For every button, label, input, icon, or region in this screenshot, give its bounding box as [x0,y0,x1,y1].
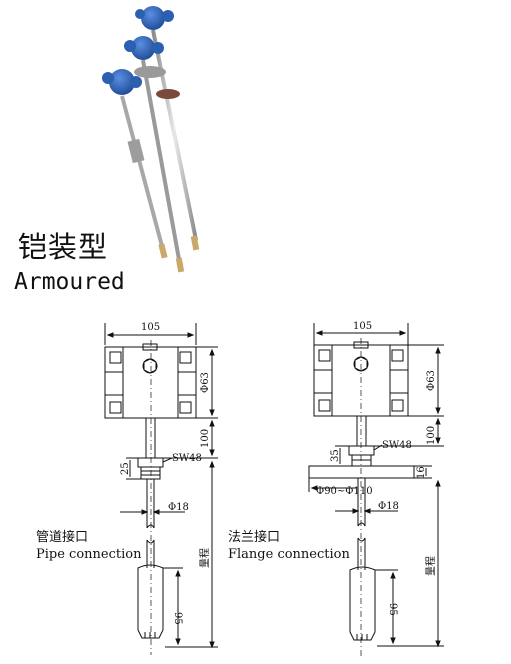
range-label: 量程 [425,556,437,576]
rod-dimension: Φ18 [168,502,189,513]
probe-rod [120,95,165,251]
title-chinese: 铠装型 [18,230,109,264]
housing-body [104,343,197,419]
probe-rod [141,59,182,266]
arrowhead [106,332,195,338]
hex-nut [348,445,375,467]
flange-thickness-dimension: 16 [416,466,427,479]
probe-rod [151,29,198,241]
leader-line [162,457,173,463]
neck-dimension: 100 [426,426,437,445]
probe-tip [175,257,185,273]
probe-tip [158,243,168,259]
rod-dimension: Φ18 [378,501,399,512]
hex-nut [137,457,164,480]
transmitter-housing [102,69,142,95]
flange-disc [156,89,180,99]
leader-line [373,444,383,451]
float-body [349,566,376,641]
head-dimension: Φ63 [426,370,437,391]
pipe-caption-en: Pipe connection [36,547,142,562]
transmitter-housing [135,6,174,30]
probe-rod [146,479,155,568]
flange-plate [308,465,415,479]
width-dimension: 105 [353,321,372,332]
range-label: 量程 [199,548,211,568]
thread-dimension: 25 [120,462,131,475]
float-dimension: 95 [387,603,398,616]
float-body [137,564,164,639]
neck-tube [356,416,367,446]
pipe-connection-drawing: 105 Φ63 [104,322,218,655]
flange-dimension: Φ90~Φ110 [316,486,373,497]
flange-caption-cn: 法兰接口 [228,529,280,545]
probe-rod [357,478,366,570]
nut-dimension: SW48 [172,453,202,464]
pipe-fitting [127,138,145,164]
title-english: Armoured [14,269,125,295]
float-dimension: 95 [172,612,183,625]
neck-dimension: 100 [200,429,211,448]
nut-dimension: SW48 [382,440,412,451]
thread-dimension: 35 [330,449,341,462]
flange-caption-en: Flange connection [228,547,350,562]
head-dimension: Φ63 [200,372,211,393]
flange-disc [134,66,166,78]
width-dimension: 105 [141,322,160,333]
neck-tube [145,418,156,458]
transmitter-housing [124,36,164,60]
flange-connection-drawing: 105 Φ63 100 [308,321,444,658]
probe-tip [190,235,200,251]
pipe-caption-cn: 管道接口 [36,529,88,545]
